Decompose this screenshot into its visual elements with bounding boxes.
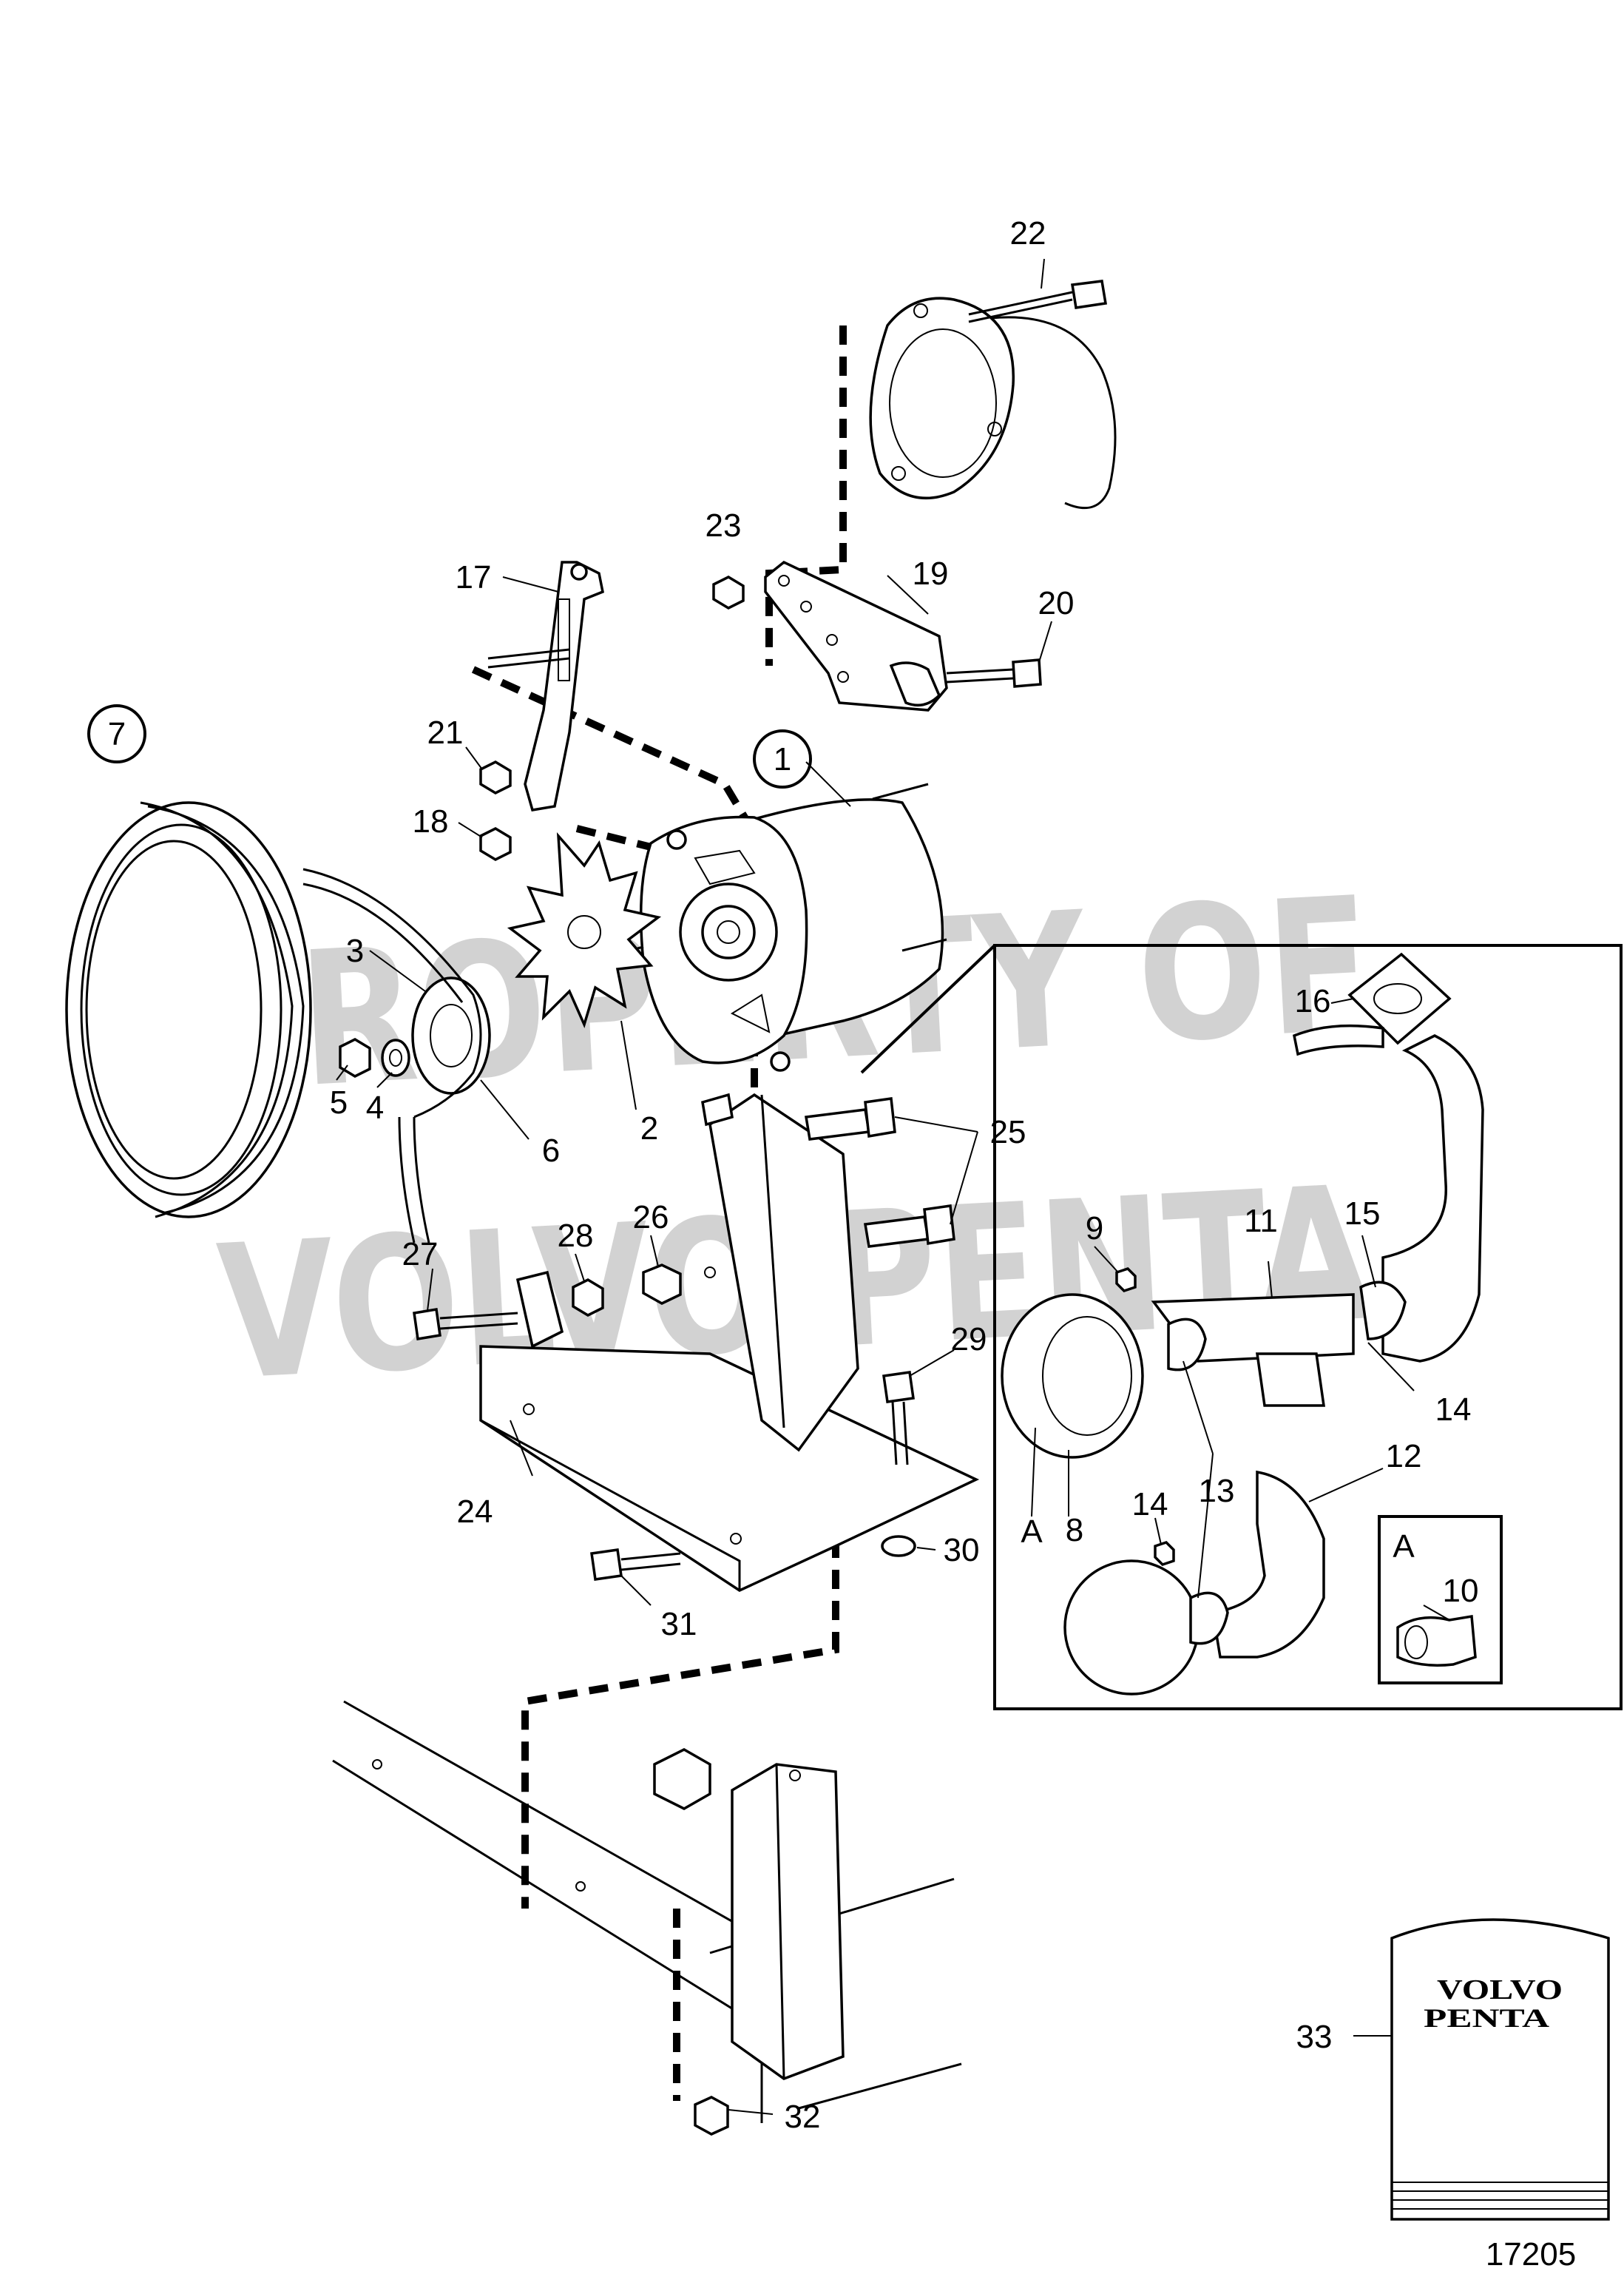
- manual-brand-line-1: VOLVO: [1437, 1974, 1563, 2005]
- callout-2: 2: [640, 1110, 658, 1147]
- callout-labels: 7 1 22 23 19 20 17 21 18 3 5 4 6 2 25 26…: [108, 215, 1479, 2135]
- callout-33: 33: [1296, 2019, 1333, 2055]
- bolt-17: [487, 648, 570, 669]
- alternator: [613, 783, 947, 1072]
- nut-30: [881, 1535, 916, 1557]
- callout-11: 11: [1244, 1203, 1278, 1239]
- callout-13: 13: [1199, 1473, 1235, 1509]
- callout-6: 6: [542, 1133, 560, 1169]
- callout-15: 15: [1344, 1195, 1381, 1232]
- callout-10: 10: [1443, 1573, 1479, 1609]
- callout-28: 28: [558, 1218, 594, 1254]
- callout-21: 21: [427, 715, 464, 751]
- bolt-29: [882, 1371, 915, 1465]
- bolt-22: [968, 280, 1108, 323]
- callout-26: 26: [633, 1199, 669, 1235]
- callout-22: 22: [1010, 215, 1046, 252]
- callout-14a: 14: [1435, 1391, 1472, 1428]
- bolt-20: [946, 658, 1042, 688]
- callout-3: 3: [346, 933, 364, 969]
- callout-19: 19: [913, 556, 949, 592]
- v-belt: [302, 868, 482, 1244]
- bracket-19: [764, 560, 948, 712]
- callout-circles: [87, 704, 812, 789]
- callout-27: 27: [402, 1236, 439, 1272]
- callout-17: 17: [456, 559, 492, 596]
- callout-14b: 14: [1132, 1486, 1168, 1522]
- nut-18: [479, 827, 512, 861]
- callout-9: 9: [1086, 1210, 1103, 1246]
- callout-25: 25: [990, 1114, 1026, 1150]
- callout-16: 16: [1295, 983, 1331, 1019]
- detail-box: [860, 944, 1623, 1710]
- callout-12: 12: [1386, 1438, 1422, 1474]
- fan: [507, 831, 662, 1029]
- detail-a-inset: [1378, 1515, 1503, 1684]
- callout-24: 24: [457, 1494, 493, 1530]
- nut-32: [694, 2096, 729, 2136]
- figure-number: 17205: [1486, 2236, 1576, 2273]
- callout-23: 23: [706, 507, 742, 544]
- nut-23: [712, 576, 745, 610]
- callout-18: 18: [413, 803, 449, 840]
- nut-21: [479, 760, 512, 794]
- crank-pulley: [65, 801, 312, 1218]
- bracket-17: [524, 561, 605, 812]
- detail-label-a-main: A: [1021, 1514, 1043, 1550]
- callout-31: 31: [661, 1606, 697, 1642]
- bolt-27: [413, 1307, 518, 1341]
- bracket-24: [479, 1093, 980, 1592]
- callout-30: 30: [944, 1532, 980, 1568]
- bolt-31: [590, 1548, 681, 1581]
- callout-32: 32: [785, 2099, 821, 2135]
- pulley-3: [411, 976, 491, 1095]
- mounting-plate: [869, 297, 1117, 510]
- leader-lines: [336, 258, 1450, 2115]
- nut-28: [572, 1278, 604, 1317]
- callout-4: 4: [366, 1090, 384, 1126]
- callout-29: 29: [951, 1321, 987, 1357]
- detail-label-a-inset: A: [1393, 1528, 1415, 1565]
- bolt-25-upper: [804, 1097, 896, 1141]
- callout-7: 7: [108, 716, 126, 752]
- callout-20: 20: [1038, 585, 1075, 621]
- nut-5: [339, 1038, 371, 1078]
- bolt-25-lower: [863, 1204, 955, 1248]
- washer-4: [381, 1039, 410, 1077]
- callout-8: 8: [1066, 1512, 1083, 1548]
- operator-manual: VOLVO PENTA: [1390, 1918, 1610, 2221]
- manual-brand-line-2: PENTA: [1424, 2003, 1549, 2033]
- callout-1: 1: [774, 741, 791, 777]
- engine-frame: [332, 1700, 962, 2123]
- nut-26: [642, 1263, 682, 1305]
- callout-5: 5: [330, 1084, 348, 1121]
